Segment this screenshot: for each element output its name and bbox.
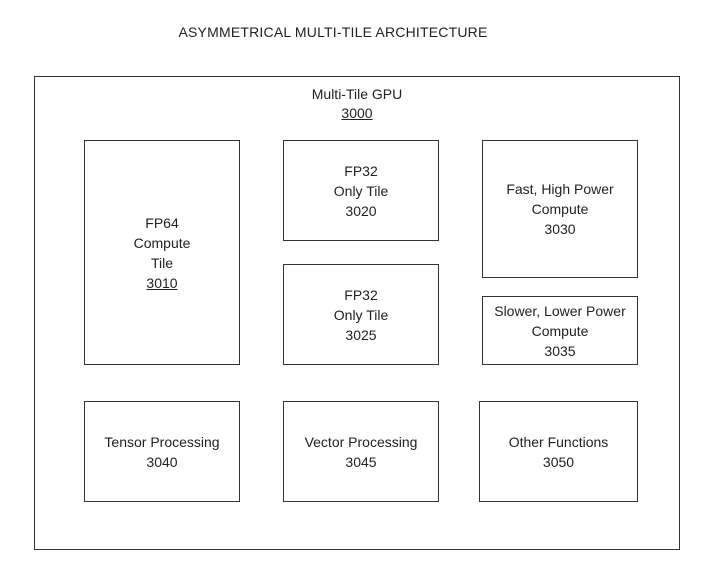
tile-line: Compute bbox=[531, 322, 589, 339]
tile-line: Only Tile bbox=[333, 306, 389, 323]
tile-line: Tile bbox=[150, 254, 174, 271]
tile-line: Other Functions bbox=[508, 433, 609, 450]
gpu-label: Multi-Tile GPU 3000 bbox=[34, 85, 680, 123]
multi-tile-gpu-frame bbox=[34, 76, 680, 550]
tile-line: Compute bbox=[531, 201, 589, 217]
diagram-title: ASYMMETRICAL MULTI-TILE ARCHITECTURE bbox=[178, 24, 488, 40]
tile-ref-number: 3050 bbox=[542, 453, 575, 470]
vector-processing-tile: Vector Processing 3045 bbox=[283, 401, 439, 502]
tile-ref-number: 3025 bbox=[345, 326, 377, 343]
tile-line: FP32 bbox=[344, 162, 378, 179]
tile-line: Tensor Processing bbox=[104, 433, 220, 450]
gpu-ref-number: 3000 bbox=[341, 105, 373, 121]
slower-lower-power-compute-tile: Slower, Lower Power Compute 3035 bbox=[482, 296, 638, 365]
tile-ref-number: 3020 bbox=[345, 202, 377, 219]
tile-line: Compute bbox=[133, 234, 191, 251]
tile-ref-number: 3040 bbox=[146, 453, 178, 470]
fp32-only-tile-3025: FP32 Only Tile 3025 bbox=[283, 264, 439, 365]
other-functions-tile: Other Functions 3050 bbox=[479, 401, 638, 502]
gpu-label-text: Multi-Tile GPU bbox=[311, 86, 403, 102]
tile-ref-number: 3045 bbox=[345, 453, 377, 470]
tile-ref-number: 3010 bbox=[146, 274, 178, 291]
tile-line: Fast, High Power bbox=[506, 181, 614, 197]
tile-ref-number: 3035 bbox=[544, 342, 576, 359]
tile-line: FP32 bbox=[344, 286, 378, 303]
fp64-compute-tile: FP64 Compute Tile 3010 bbox=[84, 140, 240, 365]
tile-ref-number: 3030 bbox=[544, 221, 576, 237]
tile-line: Only Tile bbox=[333, 182, 389, 199]
tile-line: Vector Processing bbox=[304, 433, 418, 450]
fp32-only-tile-3020: FP32 Only Tile 3020 bbox=[283, 140, 439, 241]
fast-high-power-compute-tile: Fast, High Power Compute 3030 bbox=[482, 140, 638, 278]
tile-line: FP64 bbox=[145, 214, 179, 231]
tile-line: Slower, Lower Power bbox=[494, 302, 626, 319]
tensor-processing-tile: Tensor Processing 3040 bbox=[84, 401, 240, 502]
